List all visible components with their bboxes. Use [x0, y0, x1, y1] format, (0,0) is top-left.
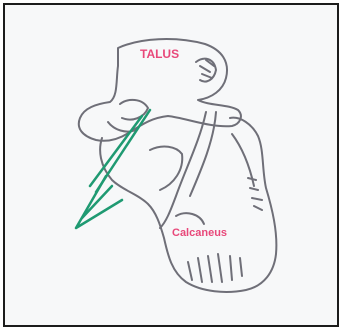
talus-label: TALUS [140, 47, 179, 61]
calcaneus-bone [100, 112, 276, 292]
calcaneus-label: Calcaneus [172, 227, 227, 239]
